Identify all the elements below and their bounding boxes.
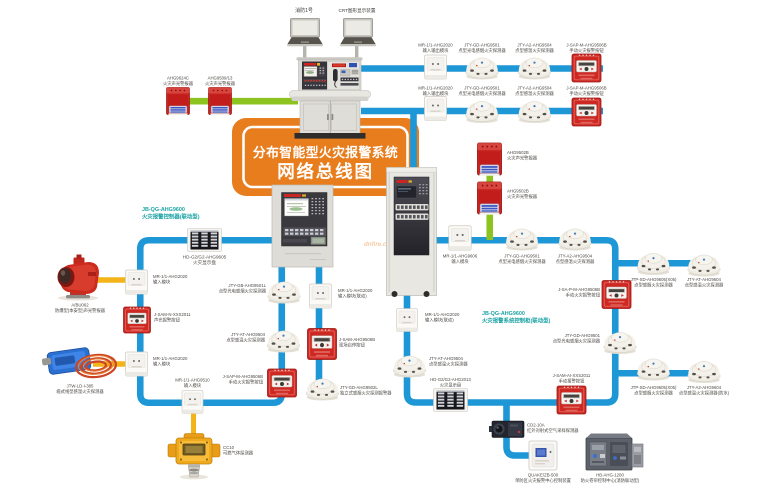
svg-text:dnfire.c: dnfire.c: [364, 241, 387, 248]
svg-text:网络总线图: 网络总线图: [277, 162, 374, 182]
svg-text:AHG9509/13: AHG9509/13: [208, 76, 233, 81]
svg-text:JTY-GB-AHG9501L: JTY-GB-AHG9501L: [228, 283, 266, 288]
svg-text:HD-G2/G2-AHG2013: HD-G2/G2-AHG2013: [430, 377, 471, 382]
svg-text:可燃气体探测器: 可燃气体探测器: [223, 449, 254, 456]
svg-text:CC10: CC10: [223, 445, 235, 450]
svg-text:点型光电感烟火灾探测器: 点型光电感烟火灾探测器: [498, 258, 546, 265]
svg-text:MR-1/1-AHG2020: MR-1/1-AHG2020: [425, 312, 460, 317]
svg-text:J-SAM-AI-XXS2011: J-SAM-AI-XXS2011: [553, 373, 591, 378]
svg-text:点型感温火灾探测器: 点型感温火灾探测器: [515, 47, 554, 54]
svg-text:点型光电感烟火灾探测器: 点型光电感烟火灾探测器: [458, 47, 506, 54]
svg-text:输入模块: 输入模块: [153, 278, 171, 285]
svg-text:输入模块: 输入模块: [153, 360, 171, 367]
svg-text:JTY-GD-AHG9501: JTY-GD-AHG9501: [464, 86, 500, 91]
svg-text:JTY-A2-AHG9604: JTY-A2-AHG9604: [687, 385, 722, 390]
svg-text:独立式感烟火灾探测报警器: 独立式感烟火灾探测报警器: [340, 389, 392, 396]
svg-text:JTW-LD-I-385: JTW-LD-I-385: [67, 384, 95, 389]
svg-text:JTY-GD-AHG9501: JTY-GD-AHG9501: [565, 333, 601, 338]
svg-text:JTY-AT-AHG9504: JTY-AT-AHG9504: [231, 332, 266, 337]
svg-text:MR-1/1-AHG9606: MR-1/1-AHG9606: [443, 254, 478, 259]
svg-text:点型感烟火灾探测器: 点型感烟火灾探测器: [634, 281, 673, 288]
svg-text:红外对射式空气采样探测器: 红外对射式空气采样探测器: [527, 427, 579, 434]
svg-text:点型感温火灾探测器: 点型感温火灾探测器: [556, 258, 595, 265]
svg-text:手动火灾报警按钮: 手动火灾报警按钮: [566, 291, 601, 298]
svg-text:火灾声光警报器: 火灾声光警报器: [507, 154, 538, 161]
svg-text:点型感温火灾探测器: 点型感温火灾探测器: [226, 336, 265, 343]
svg-text:JTY-A2-AHG9504: JTY-A2-AHG9504: [558, 254, 593, 259]
svg-text:J-SA-P-M-AHG9506B: J-SA-P-M-AHG9506B: [558, 287, 600, 292]
svg-text:MR-1/1-AHG2020: MR-1/1-AHG2020: [418, 43, 453, 48]
svg-text:手动火灾报警按钮: 手动火灾报警按钮: [569, 47, 604, 54]
svg-text:J-SAM-AHG9506B: J-SAM-AHG9506B: [339, 337, 375, 342]
svg-text:点型感温火灾探测器: 点型感温火灾探测器: [429, 360, 468, 367]
svg-text:输入模块(联动): 输入模块(联动): [425, 316, 454, 323]
svg-text:火灾显示盘: 火灾显示盘: [193, 259, 216, 266]
svg-text:输入输出模块: 输入输出模块: [423, 47, 449, 54]
svg-text:J-SAM-N-XXS2011: J-SAM-N-XXS2011: [154, 312, 191, 317]
svg-text:消防1号: 消防1号: [295, 7, 313, 14]
svg-text:HD-G2/G2-AHG9605: HD-G2/G2-AHG9605: [183, 255, 227, 260]
svg-text:防火卷帘控制中心(消防联动型): 防火卷帘控制中心(消防联动型): [581, 477, 640, 484]
svg-text:点型感烟火灾探测器: 点型感烟火灾探测器: [634, 389, 673, 396]
svg-text:火灾声光警报器: 火灾声光警报器: [163, 80, 194, 87]
svg-text:CD2-10A: CD2-10A: [527, 423, 545, 428]
svg-text:AHG9624C: AHG9624C: [167, 76, 189, 81]
svg-text:点型光电感烟火灾探测器: 点型光电感烟火灾探测器: [553, 337, 601, 344]
svg-text:QUAKE/ZB-500: QUAKE/ZB-500: [528, 473, 559, 478]
svg-text:手动报警按钮: 手动报警按钮: [559, 377, 585, 384]
svg-text:手动火灾报警按钮: 手动火灾报警按钮: [229, 378, 264, 385]
svg-text:点型感温火灾探测器: 点型感温火灾探测器: [685, 281, 724, 288]
svg-text:缆式线型感温火灾探测器: 缆式线型感温火灾探测器: [56, 388, 104, 395]
svg-text:J-SAP-M-AHG9506B: J-SAP-M-AHG9506B: [223, 374, 263, 379]
svg-text:JTY-AT-AHG9504: JTY-AT-AHG9504: [429, 356, 464, 361]
svg-text:火灾声光警报器: 火灾声光警报器: [205, 80, 236, 87]
svg-text:JTY-GD-AHG9501: JTY-GD-AHG9501: [504, 254, 540, 259]
svg-text:现场启停按钮: 现场启停按钮: [339, 341, 365, 348]
svg-text:点型光电感烟火灾探测器: 点型光电感烟火灾探测器: [219, 287, 267, 294]
svg-text:输入模块(联动): 输入模块(联动): [338, 292, 367, 299]
svg-text:输入模块: 输入模块: [184, 382, 202, 389]
svg-text:JTY-A2-AHG9504: JTY-A2-AHG9504: [517, 43, 552, 48]
svg-text:AHG9502B: AHG9502B: [507, 150, 529, 155]
svg-text:JTP-SD-AHG9605(X05): JTP-SD-AHG9605(X05): [631, 385, 677, 390]
svg-text:火灾报警系统控制柜(联动型): 火灾报警系统控制柜(联动型): [482, 317, 550, 325]
svg-text:JTY-GD-AHG9502L: JTY-GD-AHG9502L: [340, 385, 378, 390]
svg-text:J-SAP-M-AHG9506B: J-SAP-M-AHG9506B: [566, 43, 606, 48]
svg-text:CRT图形显示装置: CRT图形显示装置: [339, 7, 376, 14]
svg-text:MR-1/1-AHG2020: MR-1/1-AHG2020: [153, 356, 188, 361]
svg-text:火灾报警控制器(联动型): 火灾报警控制器(联动型): [142, 213, 200, 221]
svg-text:分布智能型火灾报警系统: 分布智能型火灾报警系统: [253, 145, 398, 160]
svg-text:HB-AHG-1200: HB-AHG-1200: [596, 473, 624, 478]
svg-text:点型感温火灾探测器: 点型感温火灾探测器: [515, 90, 554, 97]
svg-text:JB-QG-AHG9600: JB-QG-AHG9600: [142, 207, 185, 213]
svg-text:输入模块: 输入模块: [451, 258, 469, 265]
svg-text:J-SAP-M-AHG9506B: J-SAP-M-AHG9506B: [566, 86, 606, 91]
svg-text:火灾显示盘: 火灾显示盘: [440, 381, 462, 388]
svg-text:手动火灾报警按钮: 手动火灾报警按钮: [569, 90, 604, 97]
svg-text:MR-1/1-AHG2020: MR-1/1-AHG2020: [418, 86, 453, 91]
svg-text:JTP-SD-AHG9605(X05): JTP-SD-AHG9605(X05): [631, 277, 677, 282]
svg-text:AHG9502B: AHG9502B: [507, 189, 529, 194]
svg-text:点型光电感烟火灾探测器: 点型光电感烟火灾探测器: [458, 90, 506, 97]
svg-text:MR-1/1-AHG2020: MR-1/1-AHG2020: [153, 274, 188, 279]
svg-text:JTY-A2-AHG9504: JTY-A2-AHG9504: [517, 86, 552, 91]
svg-text:JTY-GD-AHG9501: JTY-GD-AHG9501: [464, 43, 500, 48]
svg-text:声光报警按钮: 声光报警按钮: [154, 316, 180, 323]
svg-text:JB-QG-AHG9600: JB-QG-AHG9600: [482, 311, 525, 317]
svg-text:MR-1/1-AHG9510: MR-1/1-AHG9510: [175, 378, 210, 383]
svg-text:火灾声光警报器: 火灾声光警报器: [507, 193, 538, 200]
svg-text:点型感温火灾探测器(防水): 点型感温火灾探测器(防水): [679, 389, 730, 396]
svg-text:A/BU062: A/BU062: [71, 303, 89, 308]
svg-text:输入输出模块: 输入输出模块: [423, 90, 449, 97]
svg-text:JTY-AT-AHG9604: JTY-AT-AHG9604: [687, 277, 722, 282]
svg-text:防爆型(本安型)声光警报器: 防爆型(本安型)声光警报器: [55, 307, 106, 314]
svg-text:单防区火灾报警中心控制装置: 单防区火灾报警中心控制装置: [515, 477, 572, 484]
svg-text:MR-1/1-AHG2020: MR-1/1-AHG2020: [338, 288, 373, 293]
